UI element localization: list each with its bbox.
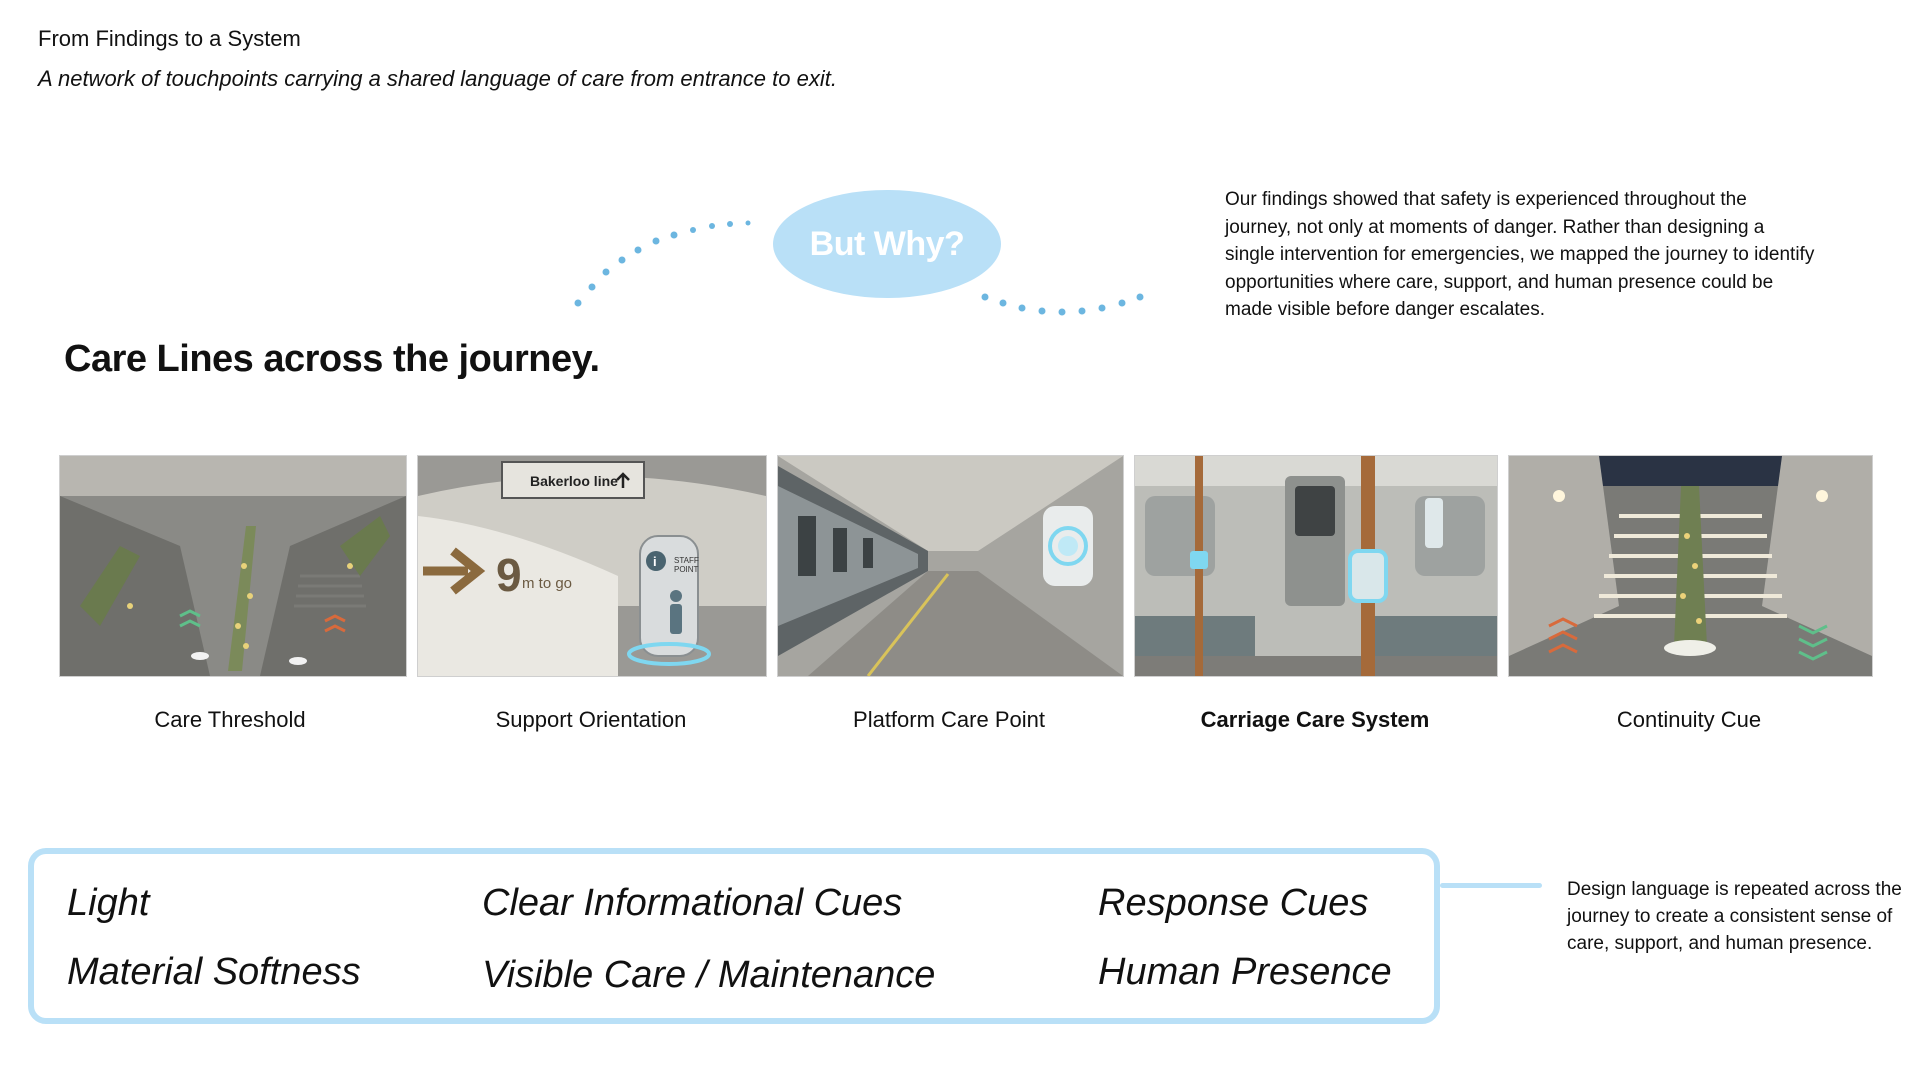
continuity-cue-image <box>1508 455 1873 677</box>
design-language-note: Design language is repeated across the j… <box>1567 879 1902 954</box>
cue-visible-care: Visible Care / Maintenance <box>482 954 936 996</box>
wall-number: 9 <box>496 549 522 601</box>
design-language-box: Light Material Softness Clear Informatio… <box>28 848 1440 1024</box>
caption-platform-care-point: Platform Care Point <box>853 707 1045 732</box>
findings-text: Our findings showed that safety is exper… <box>1225 189 1815 320</box>
info-glyph: i <box>653 554 657 569</box>
cue-clear-informational: Clear Informational Cues <box>482 882 903 924</box>
page-subtitle: A network of touchpoints carrying a shar… <box>38 66 837 91</box>
support-orientation-image: Bakerloo line 9 m to go i STAFF POINT <box>417 455 767 677</box>
carriage-care-system-image <box>1134 455 1498 677</box>
why-label: But Why? <box>809 224 965 263</box>
cue-human-presence: Human Presence <box>1098 951 1392 993</box>
connector-line <box>1440 883 1542 888</box>
caption-support-orientation: Support Orientation <box>495 707 687 732</box>
page-kicker: From Findings to a System <box>38 26 301 51</box>
caption-carriage-care-system: Carriage Care System <box>1200 707 1430 732</box>
dotted-arc <box>574 220 1144 316</box>
why-bubble: But Why? <box>773 190 1001 298</box>
section-heading: Care Lines across the journey. <box>64 338 600 380</box>
care-threshold-image <box>59 455 407 677</box>
platform-care-point-image <box>777 455 1124 677</box>
staff-label-1: STAFF <box>674 556 699 565</box>
caption-care-threshold: Care Threshold <box>154 707 306 732</box>
sign-text: Bakerloo line <box>530 473 618 489</box>
cue-light: Light <box>67 882 150 924</box>
wall-text: m to go <box>522 575 572 592</box>
caption-continuity-cue: Continuity Cue <box>1616 707 1762 732</box>
cue-material-softness: Material Softness <box>67 951 361 993</box>
cue-response: Response Cues <box>1098 882 1369 924</box>
staff-label-2: POINT <box>674 565 699 574</box>
